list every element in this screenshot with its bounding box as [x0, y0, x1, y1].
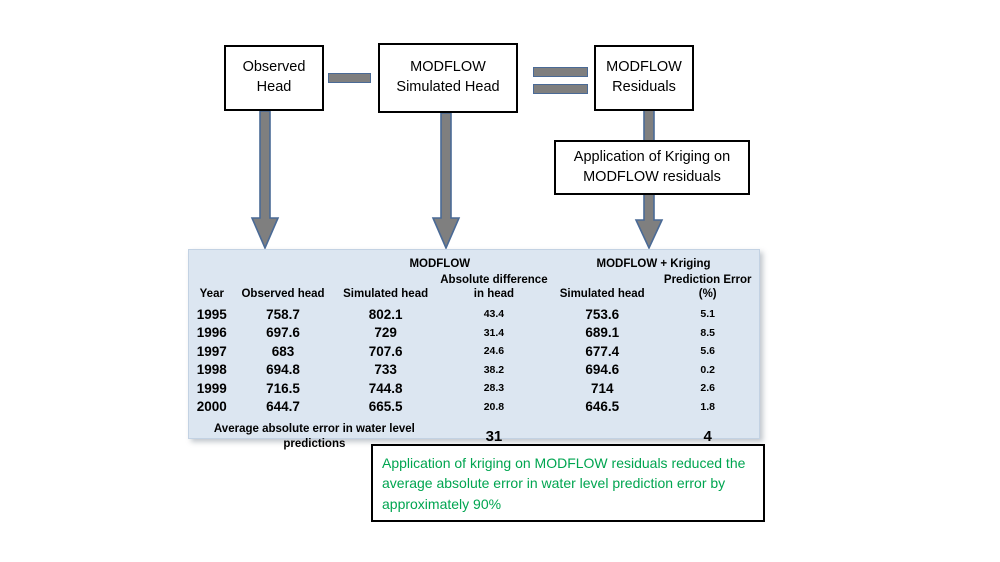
cell-pred-err: 5.6: [700, 345, 715, 357]
box-modflow-simulated-head-line2: Simulated Head: [396, 79, 500, 95]
summary-modflow-average-error: 31: [485, 428, 503, 446]
cell-year: 1999: [196, 380, 227, 396]
cell-abs-diff: 31.4: [483, 326, 505, 339]
table-row: 1998 694.8 733 38.2 694.6 0.2: [189, 360, 759, 379]
down-arrow-icon-simulated-head: [431, 112, 461, 250]
table-body: 1995 758.7 802.1 43.4 753.6 5.1 1996 697.6 729 31…: [189, 305, 759, 416]
cell-kriging-sim: 753.6: [585, 306, 620, 322]
cell-observed: 716.5: [266, 380, 300, 396]
box-modflow-simulated-head: MODFLOW Simulated Head: [378, 43, 518, 113]
table-row: 1997 683 707.6 24.6 677.4 5.6: [189, 342, 759, 361]
summary-label: Average absolute error in water level pr…: [189, 416, 440, 454]
table-row: 1995 758.7 802.1 43.4 753.6 5.1: [189, 305, 759, 324]
cell-year: 2000: [196, 399, 227, 414]
cell-modflow-sim: 733: [374, 362, 397, 377]
cell-kriging-sim: 677.4: [585, 343, 620, 359]
cell-year: 1995: [196, 306, 227, 322]
column-header-prediction-error: Prediction Error (%): [663, 274, 752, 301]
cell-kriging-sim: 646.5: [585, 399, 620, 414]
cell-pred-err: 0.2: [700, 363, 715, 376]
summary-label-line1: Average absolute error in water level: [213, 422, 415, 435]
cell-observed: 683: [271, 343, 295, 359]
equals-sign-icon-bottom-bar: [533, 84, 588, 94]
conclusion-text: Application of kriging on MODFLOW residu…: [382, 455, 746, 512]
table-row: 1999 716.5 744.8 28.3 714 2.6: [189, 379, 759, 398]
cell-abs-diff: 20.8: [483, 400, 505, 413]
summary-label-line2: predictions: [283, 437, 346, 450]
column-header-absolute-difference-line1: Absolute difference: [440, 274, 548, 286]
minus-sign-icon: [328, 73, 371, 83]
equals-sign-icon-top-bar: [533, 67, 588, 77]
box-modflow-simulated-head-line1: MODFLOW: [410, 59, 486, 76]
group-header-spacer-year: [189, 250, 235, 273]
box-modflow-residuals-line1: MODFLOW: [606, 59, 682, 76]
cell-observed: 758.7: [266, 306, 300, 322]
table-group-header-row: MODFLOW MODFLOW + Kriging: [189, 250, 759, 273]
column-header-year: Year: [199, 288, 224, 301]
cell-observed: 697.6: [266, 325, 300, 340]
column-header-absolute-difference: Absolute difference in head: [440, 273, 548, 305]
table-row: 2000 644.7 665.5 20.8 646.5 1.8: [189, 397, 759, 416]
cell-pred-err: 1.8: [700, 400, 715, 413]
results-table-panel: MODFLOW MODFLOW + Kriging Year Observed …: [188, 249, 760, 450]
cell-pred-err: 5.1: [700, 308, 715, 320]
down-arrow-icon-observed-head: [250, 110, 280, 250]
cell-kriging-sim: 694.6: [585, 362, 620, 377]
column-header-absolute-difference-line2: in head: [473, 288, 515, 301]
summary-kriging-average-error: 4: [703, 428, 712, 446]
group-header-modflow: MODFLOW: [409, 258, 471, 270]
cell-year: 1998: [196, 362, 227, 377]
box-modflow-residuals-line2: Residuals: [612, 79, 676, 95]
cell-observed: 644.7: [266, 399, 300, 414]
down-arrow-icon-kriging-to-table: [634, 194, 664, 250]
table-foot: Average absolute error in water level pr…: [189, 416, 759, 454]
cell-year: 1997: [196, 343, 227, 359]
table-head: MODFLOW MODFLOW + Kriging Year Observed …: [189, 250, 759, 305]
cell-kriging-sim: 714: [590, 380, 614, 396]
cell-modflow-sim: 707.6: [368, 343, 403, 359]
cell-year: 1996: [196, 325, 227, 340]
cell-observed: 694.8: [266, 362, 300, 377]
cell-pred-err: 8.5: [700, 326, 715, 339]
cell-modflow-sim: 665.5: [368, 399, 403, 414]
cell-abs-diff: 43.4: [483, 308, 505, 320]
table-summary-row: Average absolute error in water level pr…: [189, 416, 759, 454]
group-header-spacer-observed: [235, 250, 332, 273]
box-observed-head-line1: Observed: [242, 59, 306, 76]
cell-modflow-sim: 729: [374, 325, 397, 340]
cell-abs-diff: 24.6: [483, 345, 505, 357]
box-application-of-kriging-line2: MODFLOW residuals: [583, 168, 721, 185]
box-application-of-kriging: Application of Kriging on MODFLOW residu…: [554, 140, 750, 195]
conclusion-box: Application of kriging on MODFLOW residu…: [371, 444, 765, 522]
cell-modflow-sim: 802.1: [368, 306, 403, 322]
box-observed-head-line2: Head: [256, 79, 292, 95]
table-row: 1996 697.6 729 31.4 689.1 8.5: [189, 323, 759, 342]
column-header-observed-head: Observed head: [241, 288, 325, 301]
table-column-header-row: Year Observed head Simulated head Absolu…: [189, 273, 759, 305]
cell-abs-diff: 38.2: [483, 363, 505, 376]
box-observed-head: Observed Head: [224, 45, 324, 111]
results-table: MODFLOW MODFLOW + Kriging Year Observed …: [189, 250, 759, 454]
box-modflow-residuals: MODFLOW Residuals: [594, 45, 694, 111]
column-header-modflow-simulated-head: Simulated head: [343, 288, 429, 301]
column-header-kriging-simulated-head: Simulated head: [559, 288, 645, 301]
cell-kriging-sim: 689.1: [585, 325, 620, 340]
cell-modflow-sim: 744.8: [368, 380, 403, 396]
down-arrow-icon-residuals-to-kriging: [634, 110, 664, 142]
cell-abs-diff: 28.3: [483, 382, 505, 394]
cell-pred-err: 2.6: [700, 382, 715, 394]
group-header-modflow-kriging: MODFLOW + Kriging: [596, 258, 711, 270]
box-application-of-kriging-line1: Application of Kriging on: [573, 148, 731, 165]
